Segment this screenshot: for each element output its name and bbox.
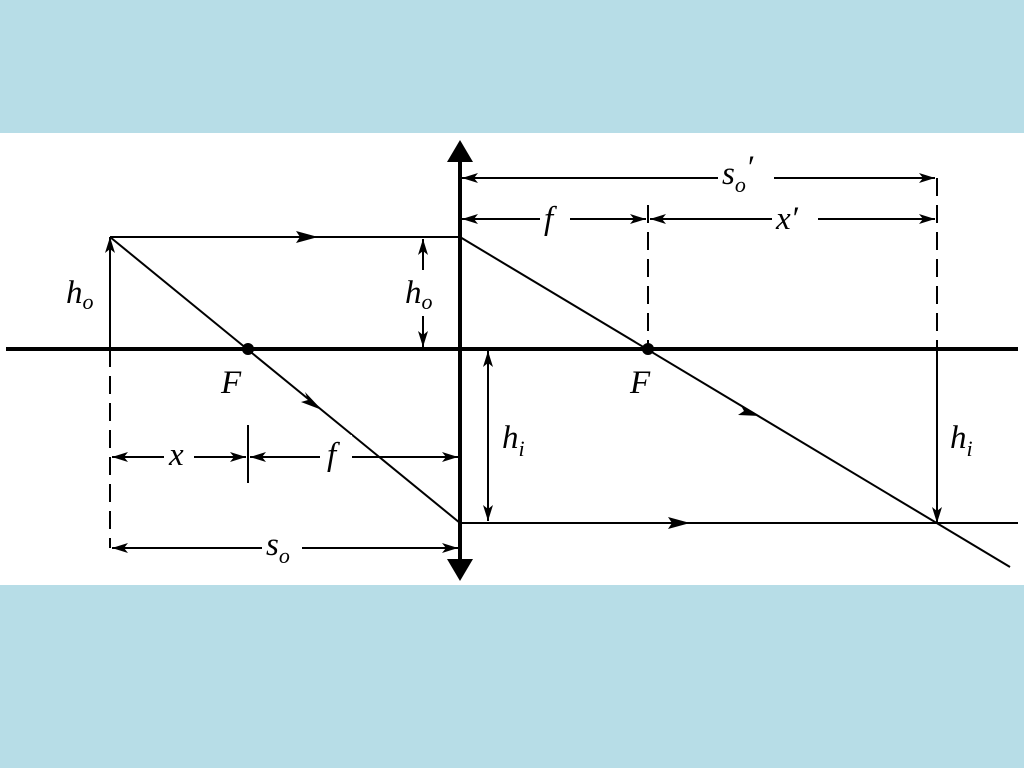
label-x: x (168, 437, 184, 473)
label-focus-left: F (220, 365, 242, 401)
label-so: so (266, 527, 290, 568)
dashed-guides (109, 178, 938, 548)
label-ho-lens: ho (405, 275, 433, 314)
diagram-panel (0, 133, 1024, 585)
label-ho-object: ho (66, 275, 94, 314)
focal-point-left (242, 343, 254, 355)
ray-parallel (110, 231, 1011, 568)
label-hi-lens: hi (502, 420, 525, 461)
label-so-prime: so′ (722, 150, 754, 197)
label-x-prime: x′ (775, 201, 799, 237)
label-hi-image: hi (950, 420, 973, 461)
ray-through-focus (109, 236, 1018, 529)
label-focus-right: F (629, 365, 651, 401)
lens (447, 140, 473, 581)
